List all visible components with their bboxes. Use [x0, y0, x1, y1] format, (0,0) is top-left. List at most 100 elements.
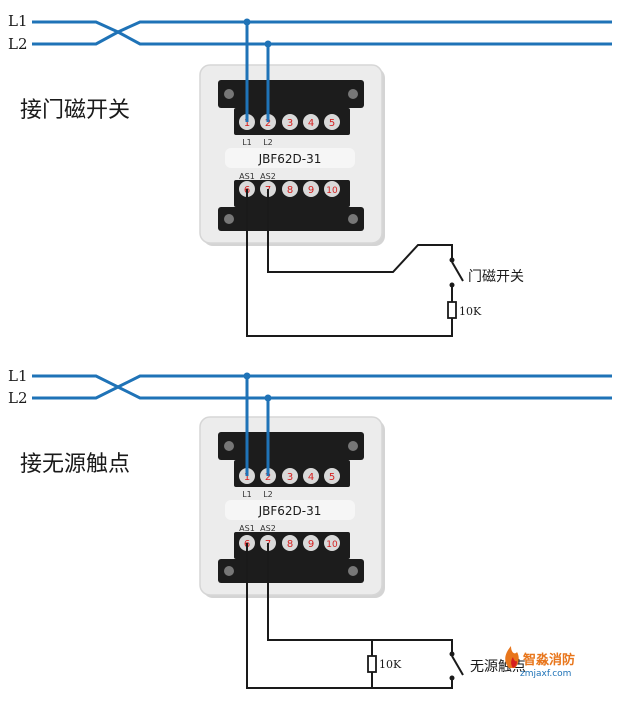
resistor-label: 10K	[379, 658, 402, 671]
terminal-screw	[303, 181, 319, 197]
terminal-label-as1: AS1	[239, 524, 255, 533]
bus-line-l1	[32, 374, 612, 389]
terminal-number: 3	[287, 118, 293, 129]
terminal-label-as1: AS1	[239, 172, 255, 181]
terminal-label-as2: AS2	[260, 172, 276, 181]
terminal-number: 9	[308, 185, 314, 196]
switch-terminal-bottom	[449, 675, 455, 681]
top-terminal-block	[218, 80, 364, 108]
wire-as1	[246, 543, 453, 689]
switch-terminal-top	[449, 651, 455, 657]
door-contact-circuit: 门磁开关 10K	[246, 189, 524, 337]
brand-url: zmjaxf.com	[520, 669, 571, 679]
terminal-number: 10	[326, 540, 338, 550]
bus-label-l2: L2	[8, 389, 28, 407]
terminal-number: 2	[265, 472, 271, 483]
terminal-screw	[324, 468, 340, 484]
switch-blade	[451, 261, 464, 282]
bus-line-l2	[32, 30, 612, 46]
terminal-number: 4	[308, 472, 314, 483]
terminal-number: 8	[287, 185, 293, 196]
bus-label-l1: L1	[8, 367, 28, 385]
diagram-dry-contact: L1 L2 接无源触点 1 2	[8, 367, 612, 689]
top-block-screw-right	[348, 89, 358, 99]
terminal-number: 5	[329, 472, 335, 483]
terminal-screw	[282, 181, 298, 197]
module-model: JBF62D-31	[258, 504, 322, 518]
top-block-screw-right	[348, 441, 358, 451]
terminal-3: 3	[282, 114, 298, 130]
terminal-3: 3	[282, 468, 298, 484]
terminal-5: 5	[324, 468, 340, 484]
terminal-screw	[282, 535, 298, 551]
terminal-screw	[303, 535, 319, 551]
terminal-screw	[303, 468, 319, 484]
diagram-title: 接门磁开关	[20, 98, 130, 123]
resistor-label: 10K	[459, 305, 482, 318]
terminal-4: 4	[303, 114, 319, 130]
top-terminals: 1 2 3 4 5	[239, 114, 340, 130]
terminal-10: 10	[324, 181, 340, 197]
wire-as1	[246, 189, 453, 337]
bottom-block-screw-left	[224, 214, 234, 224]
terminal-label-l2: L2	[263, 138, 273, 147]
dry-contact-circuit: 无源触点 10K	[246, 543, 526, 689]
module-model: JBF62D-31	[258, 152, 322, 166]
terminal-screw	[324, 181, 340, 197]
terminal-label-l2: L2	[263, 490, 273, 499]
terminal-number: 8	[287, 539, 293, 550]
terminal-screw	[324, 535, 340, 551]
diagram-door-contact: L1 L2 接门磁开关 1 2	[8, 12, 612, 337]
terminal-label-as2: AS2	[260, 524, 276, 533]
brand-watermark: 智淼消防 zmjaxf.com	[505, 646, 575, 679]
terminal-9: 9	[303, 181, 319, 197]
diagram-title: 接无源触点	[20, 452, 130, 477]
terminal-9: 9	[303, 535, 319, 551]
bus-label-l2: L2	[8, 35, 28, 53]
terminal-number: 4	[308, 118, 314, 129]
bus-label-l1: L1	[8, 12, 28, 30]
resistor	[447, 301, 457, 319]
bottom-block-screw-right	[348, 566, 358, 576]
terminal-screw	[303, 114, 319, 130]
input-module: 1 2 3 4 5 L1 L2	[199, 416, 385, 598]
terminal-number: 3	[287, 472, 293, 483]
flame-logo-icon	[505, 646, 519, 668]
wire-as2	[267, 543, 453, 652]
bus-line-l2	[32, 385, 612, 400]
terminal-8: 8	[282, 535, 298, 551]
model-label-plate	[225, 500, 355, 520]
terminal-4: 4	[303, 468, 319, 484]
terminal-screw	[282, 114, 298, 130]
bus-lines: L1 L2	[8, 367, 612, 407]
terminal-number: 1	[244, 118, 250, 129]
switch-blade	[451, 655, 464, 676]
terminal-8: 8	[282, 181, 298, 197]
terminal-number: 2	[265, 118, 271, 129]
bus-lines: L1 L2	[8, 12, 612, 53]
top-terminals: 1 2 3 4 5	[239, 468, 340, 484]
model-label-plate	[225, 148, 355, 168]
brand-name: 智淼消防	[523, 652, 575, 668]
wire-as2	[267, 189, 453, 273]
bus-line-l1	[32, 20, 612, 34]
bottom-terminal-block	[218, 559, 364, 583]
top-block-screw-left	[224, 441, 234, 451]
terminal-screw	[282, 468, 298, 484]
top-terminal-block	[218, 432, 364, 460]
terminal-number: 1	[244, 472, 250, 483]
bottom-terminal-block	[218, 207, 364, 231]
terminal-label-l1: L1	[242, 138, 252, 147]
terminal-screw	[324, 114, 340, 130]
terminal-number: 9	[308, 539, 314, 550]
switch-terminal-top	[449, 257, 455, 263]
bottom-block-screw-left	[224, 566, 234, 576]
input-module: 1 2 3 4 5 L1 L2	[199, 64, 385, 246]
resistor	[367, 655, 377, 673]
top-block-screw-left	[224, 89, 234, 99]
terminal-10: 10	[324, 535, 340, 551]
switch-label: 门磁开关	[468, 269, 524, 285]
terminal-number: 5	[329, 118, 335, 129]
terminal-number: 10	[326, 186, 338, 196]
